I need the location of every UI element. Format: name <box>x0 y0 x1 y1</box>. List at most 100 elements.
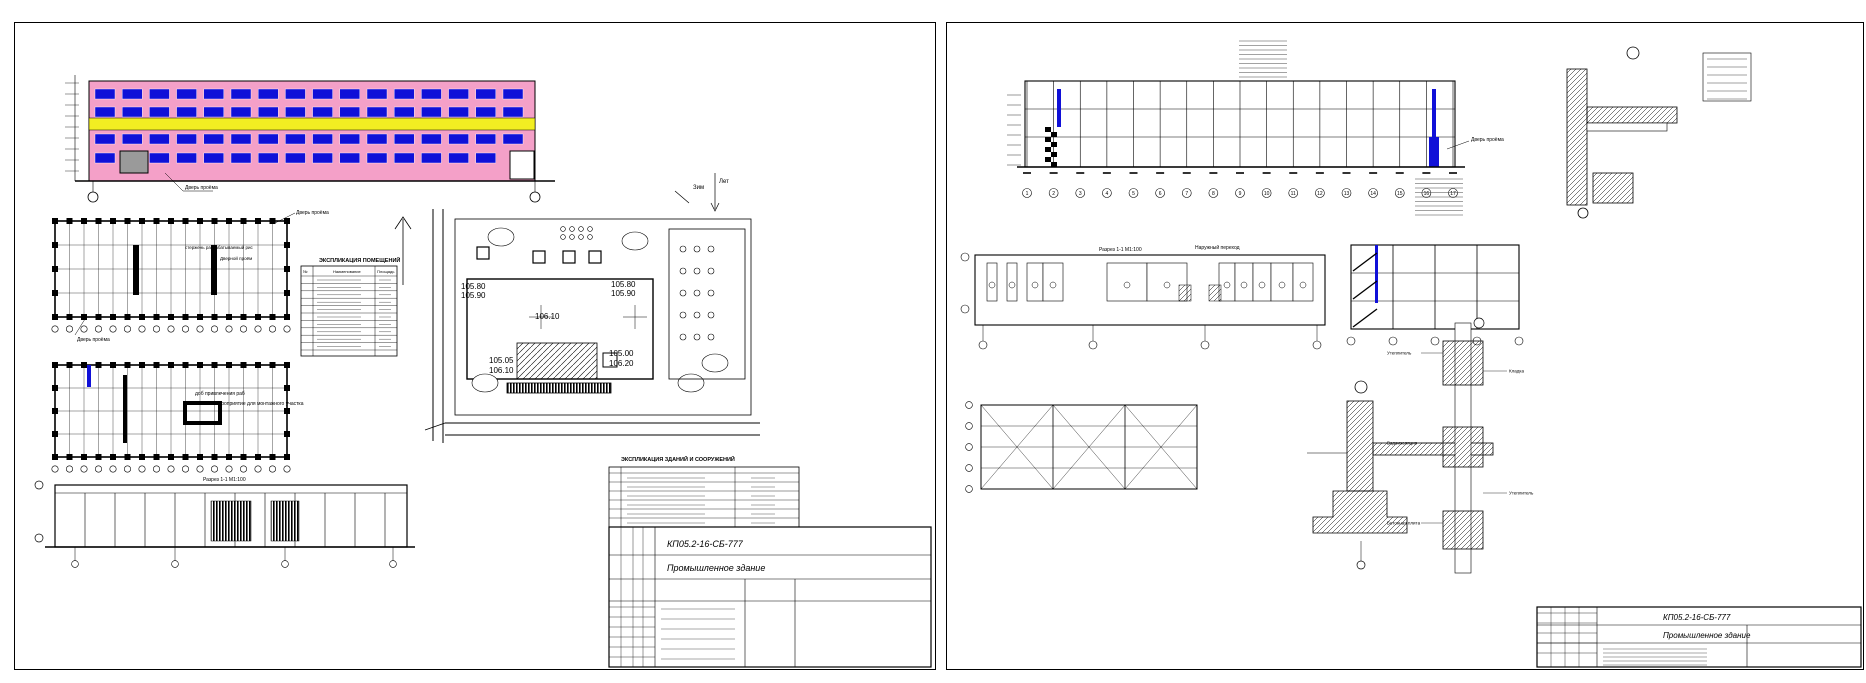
facade-window <box>230 88 252 100</box>
column-pier <box>52 431 58 437</box>
axis-bubble <box>138 465 146 473</box>
facade-window <box>394 88 415 100</box>
axis-bubble <box>95 325 103 333</box>
facade-annex <box>509 150 535 180</box>
axis-bubble <box>1421 188 1432 198</box>
facade-window <box>421 152 442 164</box>
column-pier <box>139 218 145 224</box>
cross-section <box>1346 178 1524 346</box>
facade-window <box>285 88 306 100</box>
site-marker <box>560 226 566 232</box>
facade-window <box>176 152 197 164</box>
column-pier <box>52 385 58 391</box>
roof-diagonal <box>980 404 1054 490</box>
axis-number: 3 <box>1079 191 1082 197</box>
facade-window <box>366 152 388 164</box>
facade-window <box>475 88 496 100</box>
axis-bubble <box>254 465 262 473</box>
axis-bubble <box>65 465 73 473</box>
roof-diagonal <box>1124 404 1198 490</box>
facade-window <box>312 106 333 118</box>
axis-bubble <box>1430 336 1440 346</box>
axis-bubble <box>65 325 73 333</box>
site-parking-spot <box>693 311 701 319</box>
axis-bubble <box>1346 336 1356 346</box>
column-pier <box>168 218 174 224</box>
axis-bubble <box>1514 336 1524 346</box>
window-detail: УтеплительКладкаВодоизоляцияУтеплительБе… <box>1387 317 1534 574</box>
column-pier <box>269 218 276 224</box>
axis-bubble <box>80 465 88 473</box>
title-block-right-code: КП05.2-16-СБ-777 <box>1663 613 1731 622</box>
facade-window <box>149 88 170 100</box>
axis-bubble <box>167 465 175 473</box>
drawing-sheet-left: Дверь проёма стержень разрабатываемый ри… <box>14 22 936 670</box>
title-block-right: КП05.2-16-СБ-777 Промышленное здание <box>1536 606 1862 668</box>
column-pier <box>284 431 290 437</box>
axis-bubble <box>1394 188 1405 198</box>
column-pier <box>110 454 116 460</box>
room-marker <box>1223 281 1231 289</box>
facade-window <box>121 88 143 100</box>
column-pier <box>110 218 116 224</box>
site-parking-spot <box>679 311 687 319</box>
axis-bubble <box>960 304 970 314</box>
axis-bubble <box>978 340 988 350</box>
column-pier <box>226 362 232 368</box>
site-marker <box>587 234 593 240</box>
site-tree <box>487 227 515 247</box>
section-stair <box>1051 142 1057 147</box>
axis-bubble <box>1088 340 1098 350</box>
column-pier <box>255 314 261 320</box>
facade-window <box>149 106 170 118</box>
axis-bubble <box>1288 188 1299 198</box>
column-pier <box>226 314 232 320</box>
axis-bubble <box>281 560 289 568</box>
site-elevation: 106.10 <box>489 366 514 375</box>
axis-bubble <box>965 485 973 493</box>
axis-bubble <box>269 325 277 333</box>
facade-window <box>339 152 360 164</box>
axis-bubble <box>1208 188 1219 198</box>
facade-window <box>475 152 496 164</box>
column-pier <box>95 454 102 460</box>
section-stair <box>1051 152 1057 157</box>
buildings-table-title: ЭКСПЛИКАЦИЯ ЗДАНИЙ И СООРУЖЕНИЙ <box>621 455 735 463</box>
building-section: Разрез 1-1 М1:100 <box>34 477 415 568</box>
section-title: Разрез 1-1 М1:100 <box>203 477 246 483</box>
axis-bubble <box>171 560 179 568</box>
detail-label: Утеплитель <box>1509 491 1534 496</box>
axis-number: 10 <box>1264 191 1270 197</box>
column-pier <box>240 362 247 368</box>
axis-bubble <box>269 465 277 473</box>
axis-bubble <box>965 464 973 472</box>
buildings-explication-table: ЭКСПЛИКАЦИЯ ЗДАНИЙ И СООРУЖЕНИЙ <box>608 455 800 528</box>
site-parking-spot <box>679 289 687 297</box>
room-marker <box>1240 281 1248 289</box>
axis-bubble <box>71 560 79 568</box>
facade-window <box>502 88 524 100</box>
facade-window <box>94 88 116 100</box>
column-pier <box>124 362 131 368</box>
floor-plan-1: стержень разрабатываемый рис Дверной про… <box>51 210 329 343</box>
room-marker <box>1299 281 1307 289</box>
site-elevation: 105.90 <box>611 289 636 298</box>
axis-bubble <box>1181 188 1192 198</box>
column-pier <box>284 266 290 272</box>
facade-window <box>366 106 388 118</box>
facade-window <box>257 133 279 145</box>
site-marker <box>578 226 584 232</box>
axis-bubble <box>109 325 117 333</box>
column-pier <box>269 362 276 368</box>
column-pier <box>153 218 160 224</box>
site-parking-spot <box>693 267 701 275</box>
column-pier <box>66 218 73 224</box>
axis-bubble <box>51 465 59 473</box>
axis-bubble <box>196 465 204 473</box>
facade-window <box>176 88 197 100</box>
site-parking-spot <box>707 311 715 319</box>
axis-bubble <box>124 325 132 333</box>
note-box <box>1702 52 1752 102</box>
site-elevation: 105.05 <box>489 356 514 365</box>
